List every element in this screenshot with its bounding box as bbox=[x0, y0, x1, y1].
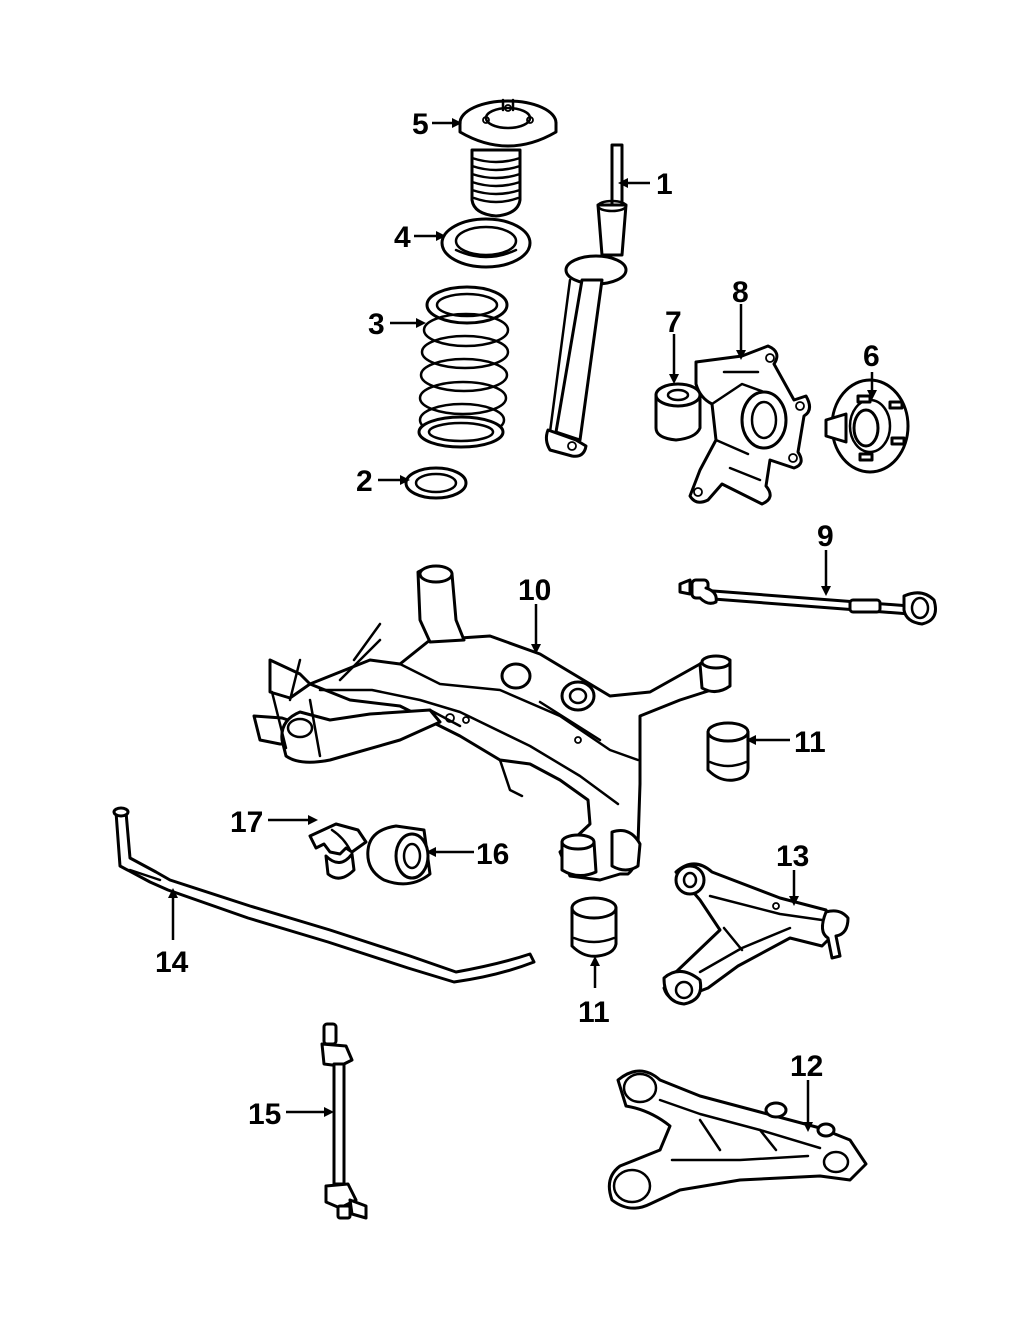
arrowhead-5 bbox=[452, 118, 462, 128]
callout-8: 8 bbox=[732, 276, 749, 309]
leader-lines bbox=[171, 121, 874, 1126]
callout-16: 16 bbox=[476, 838, 509, 871]
crossmember-bushing-lower[interactable] bbox=[570, 896, 618, 958]
stabilizer-bushing[interactable] bbox=[366, 824, 432, 886]
arrowhead-15 bbox=[324, 1107, 334, 1117]
arrowhead-3 bbox=[416, 318, 426, 328]
coil-spring[interactable] bbox=[417, 285, 510, 449]
arrowhead-11a bbox=[746, 735, 756, 745]
knuckle-bushing[interactable] bbox=[654, 382, 702, 442]
callout-6: 6 bbox=[863, 340, 880, 373]
arrowhead-9 bbox=[821, 586, 831, 596]
arrowhead-2 bbox=[400, 475, 410, 485]
arrowhead-7 bbox=[669, 374, 679, 384]
callout-17: 17 bbox=[230, 806, 263, 839]
callout-5: 5 bbox=[412, 108, 429, 141]
arrowhead-8 bbox=[736, 350, 746, 360]
stabilizer-bar[interactable] bbox=[112, 806, 536, 984]
shock-absorber[interactable] bbox=[544, 143, 628, 458]
callout-11-lower: 11 bbox=[578, 996, 610, 1029]
knuckle[interactable] bbox=[688, 344, 811, 506]
callout-1: 1 bbox=[656, 168, 673, 201]
arrowhead-13 bbox=[789, 896, 799, 906]
upper-control-arm[interactable] bbox=[662, 862, 850, 1006]
crossmember[interactable] bbox=[252, 564, 732, 882]
callout-15: 15 bbox=[248, 1098, 281, 1131]
strut-mount[interactable] bbox=[458, 98, 558, 218]
lower-control-arm[interactable] bbox=[607, 1069, 868, 1210]
toe-link[interactable] bbox=[678, 578, 937, 626]
callout-13: 13 bbox=[776, 840, 809, 873]
arrowhead-6 bbox=[867, 390, 877, 400]
arrowhead-16 bbox=[426, 847, 436, 857]
callout-9: 9 bbox=[817, 520, 834, 553]
arrowhead-10 bbox=[531, 644, 541, 654]
hub-and-bearing[interactable] bbox=[824, 378, 910, 474]
arrowhead-4 bbox=[436, 231, 446, 241]
callout-12: 12 bbox=[790, 1050, 823, 1083]
spring-insulator-lower[interactable] bbox=[404, 466, 468, 500]
callout-3: 3 bbox=[368, 308, 385, 341]
callout-7: 7 bbox=[665, 306, 682, 339]
callout-labels: 1 2 3 4 5 6 7 8 9 10 11 11 12 13 14 15 1… bbox=[155, 108, 880, 1131]
spring-seat-upper[interactable] bbox=[440, 217, 532, 269]
arrowhead-12 bbox=[803, 1122, 813, 1132]
crossmember-bushing-upper[interactable] bbox=[706, 721, 750, 782]
callout-11-upper: 11 bbox=[794, 726, 826, 759]
arrowheads bbox=[168, 118, 877, 1132]
callout-14: 14 bbox=[155, 946, 189, 979]
stabilizer-link[interactable] bbox=[320, 1022, 368, 1220]
arrowhead-1 bbox=[618, 178, 628, 188]
callout-10: 10 bbox=[518, 574, 551, 607]
arrowhead-14 bbox=[168, 888, 178, 898]
stabilizer-bracket[interactable] bbox=[308, 822, 368, 880]
arrowhead-17 bbox=[308, 815, 318, 825]
arrowhead-11b bbox=[590, 956, 600, 966]
callout-2: 2 bbox=[356, 465, 373, 498]
callout-4: 4 bbox=[394, 221, 411, 254]
